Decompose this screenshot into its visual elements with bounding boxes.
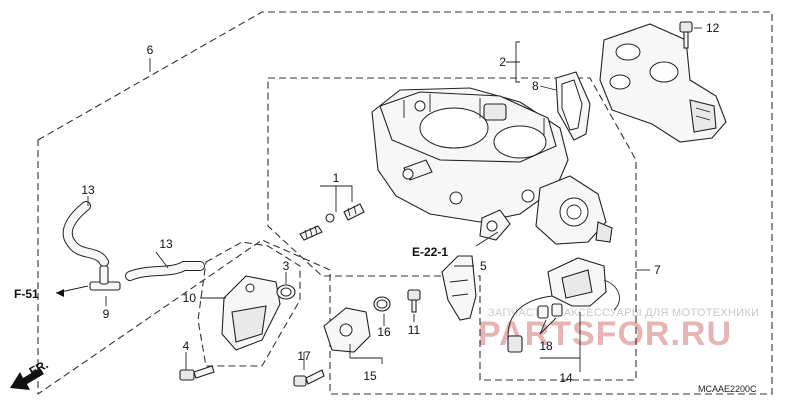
label-part-11: 11	[408, 323, 421, 337]
joint-9	[89, 265, 121, 291]
label-part-14: 14	[559, 371, 573, 385]
bolt-4	[179, 365, 215, 381]
label-part-6: 6	[147, 43, 154, 57]
o-ring-16	[373, 296, 391, 312]
label-part-18: 18	[539, 339, 553, 353]
label-part-7: 7	[654, 263, 661, 277]
o-ring-3	[276, 284, 296, 300]
screw-17	[293, 369, 325, 387]
label-part-5: 5	[480, 259, 487, 273]
sensor-10	[221, 275, 281, 351]
part-labels: 1 2 3 4 5 6 7 8 9 10 11 12 13 13 14 15 1…	[81, 21, 719, 385]
label-part-17: 17	[297, 349, 311, 363]
ref-e-22-1: E-22-1	[412, 245, 448, 259]
assembly-boundary-inner	[267, 77, 637, 381]
throttle-body	[371, 87, 613, 245]
clamp-18	[537, 303, 563, 319]
label-part-15: 15	[363, 369, 377, 383]
label-part-12: 12	[706, 21, 720, 35]
screw-set-1	[299, 203, 365, 241]
label-part-16: 16	[377, 325, 391, 339]
idle-air-control-valve	[599, 23, 727, 143]
label-part-10: 10	[183, 291, 197, 305]
front-arrow-icon: FR.	[10, 357, 50, 390]
bolt-12	[679, 21, 693, 49]
label-part-3: 3	[283, 259, 290, 273]
label-part-9: 9	[103, 307, 110, 321]
sensor-group-boundary	[197, 241, 301, 367]
hose-13-lower	[125, 261, 205, 281]
assembly-boundary-outer	[37, 11, 773, 396]
bracket-5	[441, 255, 477, 321]
bolt-11	[407, 289, 421, 313]
label-part-2: 2	[499, 55, 506, 69]
leader-lines	[55, 27, 702, 372]
label-part-13-lower: 13	[159, 237, 173, 251]
iacv-gasket	[555, 71, 591, 141]
harness-14	[507, 257, 620, 353]
f51-arrow-icon	[56, 289, 64, 297]
label-part-1: 1	[333, 171, 340, 185]
sensor-15	[323, 307, 371, 353]
diagram-code: MCAAE2200C	[698, 384, 757, 394]
reference-labels: E-22-1 F-51	[14, 245, 448, 301]
hose-13-upper	[62, 201, 109, 267]
ref-f-51: F-51	[14, 287, 39, 301]
label-part-8: 8	[532, 79, 539, 93]
label-part-4: 4	[183, 339, 190, 353]
watermark-tagline: ЗАПЧАСТИ И АКСЕССУАРЫ ДЛЯ МОТОТЕХНИКИ	[488, 307, 759, 319]
label-part-13-upper: 13	[81, 183, 95, 197]
